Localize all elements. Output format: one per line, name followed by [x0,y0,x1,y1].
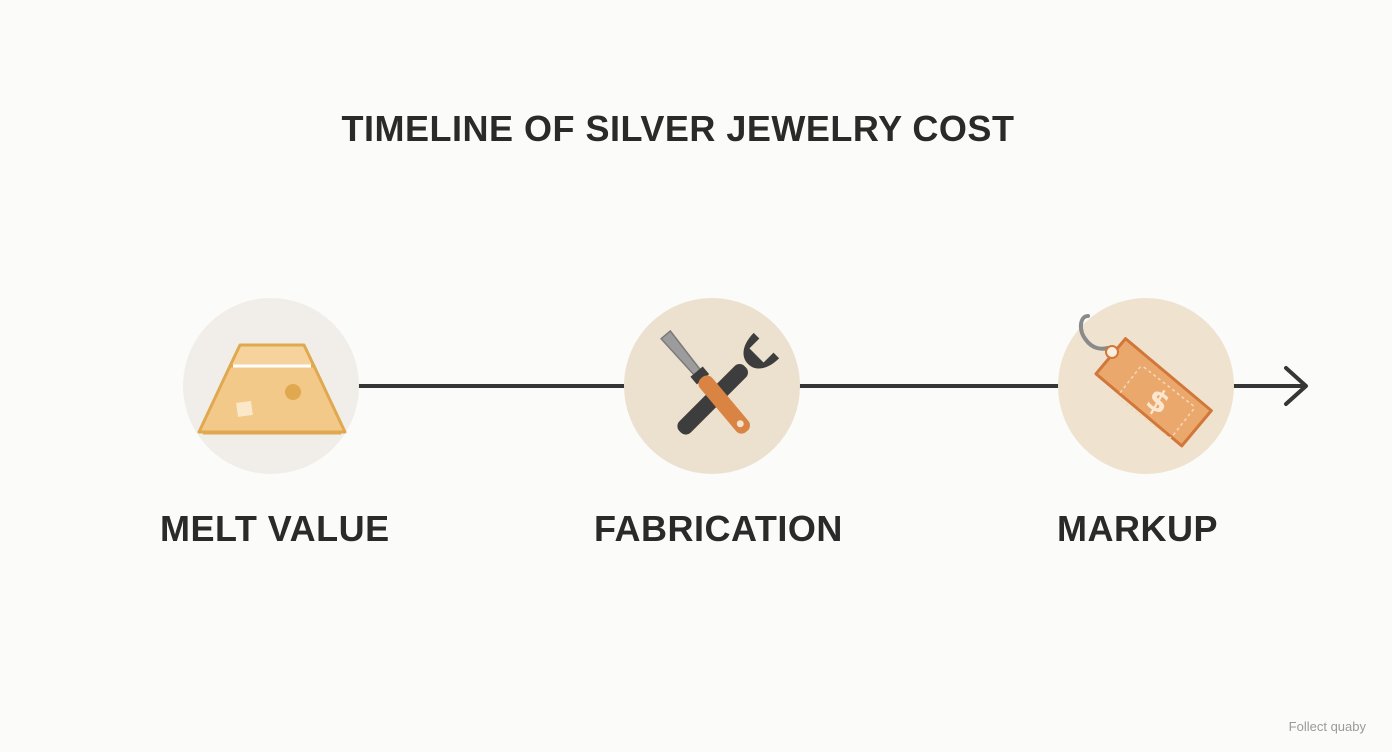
stage-label-markup: MARKUP [1057,508,1218,549]
watermark: Follect quaby [1288,719,1366,734]
price-tag-icon: $ [1079,314,1213,448]
stage-melt-value-node [183,298,359,474]
arrow-right-icon [1284,366,1308,406]
silver-bar-icon [197,343,347,435]
stage-label-melt-value: MELT VALUE [160,508,390,549]
timeline-line [355,384,1305,388]
tools-icon [660,329,780,435]
stage-markup-node: $ [1058,298,1234,474]
stage-label-fabrication: FABRICATION [594,508,843,549]
stage-fabrication-node [624,298,800,474]
diagram-title: TIMELINE OF SILVER JEWELRY COST [341,108,1015,149]
